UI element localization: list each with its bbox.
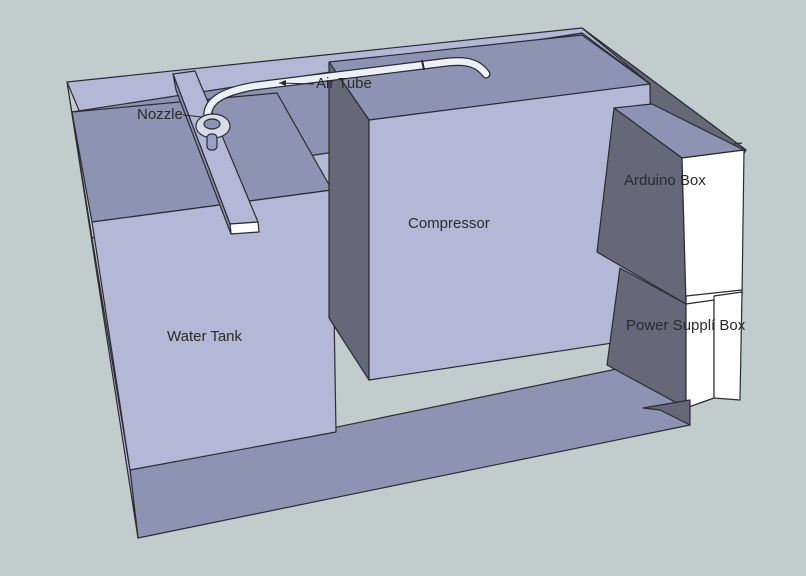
water-tank-label: Water Tank: [167, 328, 243, 345]
arduino-box-label: Arduino Box: [624, 172, 706, 189]
nozzle-leader: [182, 114, 203, 118]
power-supply-box-front: [685, 295, 715, 409]
arduino-box: [596, 103, 745, 305]
mounting-bar-end: [229, 221, 260, 235]
air-tube: [203, 56, 491, 125]
nozzle-ring-hole: [203, 118, 221, 130]
power-supply-box-base: [642, 399, 691, 426]
power-supply-box: [606, 267, 743, 426]
power-supply-box-right: [713, 291, 743, 401]
air-tube-fill: [204, 58, 490, 124]
air-tube-label: Air Tube: [316, 75, 372, 92]
air-tube-leader-arrow: [279, 80, 286, 86]
nozzle-label: Nozzle: [137, 106, 183, 123]
air-tube-joint: [421, 59, 425, 71]
compressor-label: Compressor: [408, 215, 490, 232]
power-supply-box-label: Power Supplí Box: [626, 317, 746, 334]
nozzle-tip: [206, 133, 218, 151]
compressor: [328, 34, 653, 381]
mounting-bar-side: [172, 73, 232, 235]
water-tank-front: [91, 189, 337, 471]
nozzle: [195, 113, 231, 151]
